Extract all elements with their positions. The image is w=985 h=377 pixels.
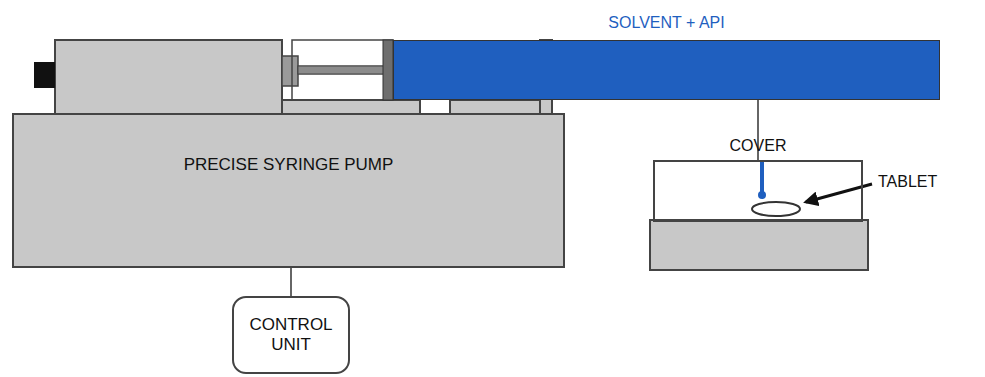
control-box: CONTROL UNIT [232,296,350,374]
plunger-rod [298,66,384,74]
tube-tip [760,160,764,194]
plunger-clamp [282,56,298,86]
cover-box: COVER [653,160,863,222]
pump-knob [34,62,55,88]
plunger-rod [298,66,384,74]
droplet [758,191,766,199]
syringe-cradle [450,100,552,114]
cable [290,268,292,296]
syringe-barrel [292,40,393,100]
syringe-cradle [282,100,420,114]
plunger-head [383,40,393,100]
node-text: SOLVENT + API [334,13,985,32]
callout-label: TABLET [878,173,937,191]
node-text: PRECISE SYRINGE PUMP [14,155,563,175]
process-box: PRECISE SYRINGE PUMP [12,113,565,268]
pump-head [55,40,282,114]
tablet-shape [752,202,800,216]
tablet-stage [650,220,868,270]
syringe-solvent: SOLVENT + API [393,40,940,100]
node-text: COVER [655,136,861,155]
node-text: CONTROL UNIT [240,315,342,356]
